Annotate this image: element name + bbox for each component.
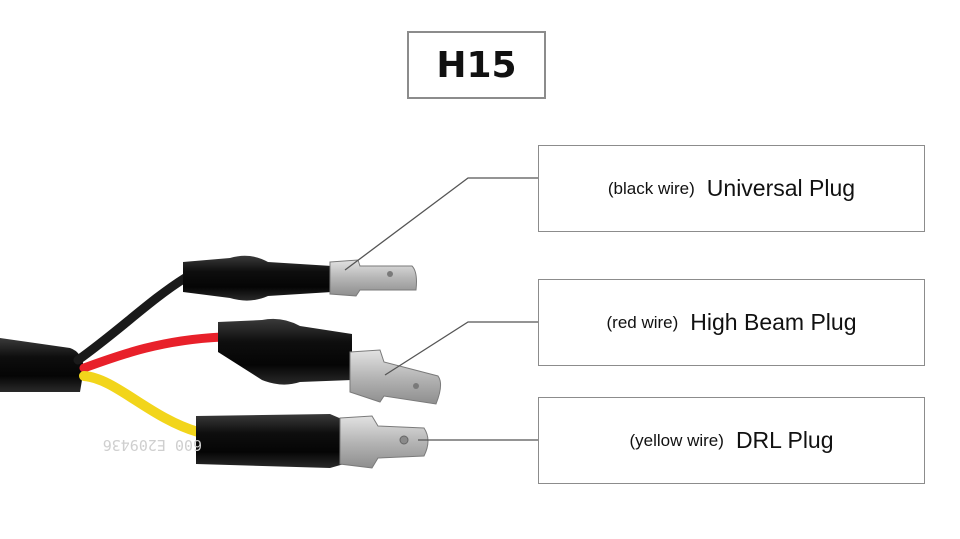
red-wire bbox=[79, 332, 227, 373]
black-wire bbox=[73, 273, 190, 365]
leader-line-high-beam bbox=[384, 321, 538, 376]
terminal-high-beam bbox=[349, 349, 442, 405]
wire-color-label: (yellow wire) bbox=[629, 430, 724, 450]
label-high-beam-plug: (red wire) High Beam Plug bbox=[538, 279, 925, 366]
plug-name-label: High Beam Plug bbox=[690, 309, 857, 335]
label-universal-plug: (black wire) Universal Plug bbox=[538, 145, 925, 232]
sleeve-red bbox=[218, 318, 352, 385]
wire-color-label: (black wire) bbox=[607, 178, 695, 198]
label-drl-plug: (yellow wire) DRL Plug bbox=[538, 397, 925, 484]
terminal-drl bbox=[339, 415, 429, 469]
plug-name-label: DRL Plug bbox=[735, 427, 834, 453]
sleeve-print-text: 600 E209436 bbox=[103, 436, 202, 454]
sleeve-yellow bbox=[196, 414, 344, 468]
sleeve-black bbox=[183, 255, 332, 301]
wire-color-label: (red wire) bbox=[606, 312, 679, 332]
plug-name-label: Universal Plug bbox=[706, 175, 856, 201]
main-cable bbox=[0, 338, 84, 392]
terminal-universal bbox=[329, 259, 417, 297]
leader-line-universal bbox=[344, 177, 538, 271]
connector-title: H15 bbox=[407, 31, 546, 99]
yellow-wire bbox=[79, 371, 203, 437]
